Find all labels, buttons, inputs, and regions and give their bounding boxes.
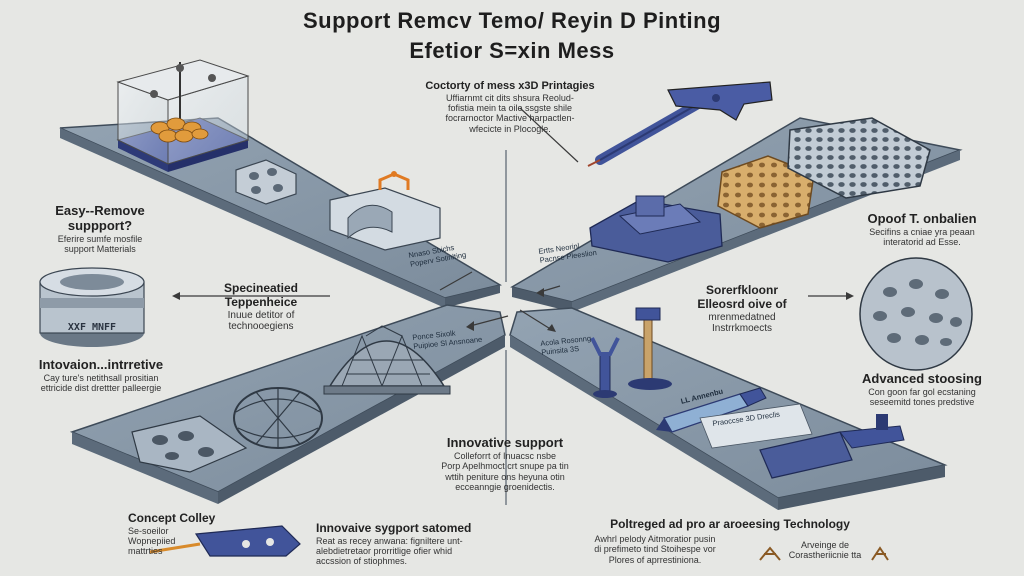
- label-intovaion-line: ettricide dist drettter palleergie: [40, 383, 162, 394]
- dome-lattice-icon: [323, 325, 451, 395]
- label-poltreged-line: Plores of aprrestiniona.: [608, 554, 702, 565]
- label-easy-remove-line: Eferire sumfe mosfile: [57, 233, 143, 244]
- label-sorerfkloonr-line: Instrrkmoects: [711, 323, 772, 335]
- svg-text:XXF MNFF: XXF MNFF: [68, 322, 116, 333]
- label-easy-remove-line: support Matterials: [64, 244, 136, 255]
- pin-tool-icon: [590, 307, 672, 398]
- label-intovaion-line: Cay ture's netithsall prositian: [43, 372, 159, 383]
- label-opoof-line: Secifins a cniae yra peaan: [869, 226, 975, 237]
- label-innovative-support-line: wttih peniture ons heyuna otin: [445, 471, 565, 482]
- label-opoof: Opoof T. onbalien Secifins a cniae yra p…: [832, 211, 1012, 248]
- label-advanced: Advanced stoosing Con goon far gol ecsta…: [832, 371, 1012, 408]
- label-concept-head: Concept Colley: [128, 511, 216, 525]
- label-poltreged: Poltreged ad pro ar aroeesing Technology: [540, 517, 920, 532]
- label-sorerfkloonr-line: mrenmedatned: [708, 311, 776, 323]
- label-poltreged-head: Poltreged ad pro ar aroeesing Technology: [610, 517, 850, 531]
- label-poltreged-body: Awhrl pelody Aitmoratior pusin di prefim…: [560, 534, 750, 565]
- tan-part-icon: [717, 155, 815, 229]
- label-innovaive-bottom-line: Reat as recey anwana: figniltere unt-: [316, 535, 463, 546]
- label-innovaive-bottom-line: accssion of stiophmes.: [316, 556, 408, 567]
- lattice-ball-icon: [233, 387, 323, 449]
- label-top-center: Coctorty of mess x3D Printagies Uffiarnm…: [360, 80, 660, 134]
- label-top-center-head: Coctorty of mess x3D Printagies: [425, 80, 595, 92]
- small-brackets-icon: [759, 546, 889, 561]
- sphere-icon: [859, 257, 973, 371]
- page-title: Support Remcv Temo/ Reyin D Pinting: [302, 8, 722, 33]
- blue-housing-icon: [589, 195, 723, 263]
- label-easy-remove-head: suppport?: [67, 217, 133, 233]
- label-top-center-line: focrarnoctor Mactive harpactlen-: [445, 113, 575, 124]
- label-innovaive-bottom: Innovaive sygport satomed Reat as recey …: [316, 521, 536, 567]
- label-intovaion: Intovaion...intrretive Cay ture's netith…: [6, 357, 196, 394]
- label-arveinge-line: Arveinge de: [800, 540, 850, 550]
- label-innovative-support-line: ecceanngie groenidectis.: [455, 481, 555, 492]
- label-specinated-line: Inuue detitor of: [227, 309, 295, 321]
- label-arveinge-line: Corastheriicnie tta: [788, 550, 862, 561]
- arrow-heads: [172, 288, 854, 332]
- label-top-center-line: Uffiarnmt cit dits shsura Reolud-: [446, 92, 574, 103]
- label-concept: Concept Colley Se-soeilor Wopnepiied mat…: [128, 511, 268, 557]
- label-innovative-support: Innovative support Colleforrt of Inuacsc…: [400, 435, 610, 492]
- label-easy-remove-head: Easy--Remove: [55, 203, 145, 218]
- label-easy-remove: Easy--Remove suppport? Eferire sumfe mos…: [20, 203, 180, 255]
- label-innovaive-bottom-head: Innovaive sygport satomed: [316, 521, 472, 535]
- concept-tool-icon: [149, 525, 301, 557]
- resin-printer-icon: [116, 59, 250, 172]
- label-specinated: Specineatied Teppenheice Inuue detitor o…: [196, 281, 326, 333]
- gray-lattice-icon: [787, 117, 931, 199]
- label-innovaive-bottom-line: alebdietretaor prorritlige ofier whid: [316, 546, 453, 557]
- label-sorerfkloonr-head: Sorerfkloonr: [705, 283, 778, 297]
- label-innovative-support-line: Colleforrt of Inuacsc nsbe: [453, 450, 557, 461]
- modular-part-icon: [235, 159, 297, 205]
- leader-lines: [176, 107, 850, 331]
- label-innovative-support-head: Innovative support: [446, 435, 564, 450]
- tool-hammer-icon: [587, 81, 773, 167]
- label-top-center-line: fofistia mein ta oile ssgste shile: [447, 102, 573, 113]
- label-concept-line: Wopnepiied: [128, 536, 176, 547]
- label-poltreged-line: Awhrl pelody Aitmoratior pusin: [594, 534, 716, 544]
- cylinder-part-icon: XXF MNFF: [39, 267, 145, 347]
- label-concept-line: Se-soeilor: [128, 525, 169, 536]
- label-specinated-head: Teppenheice: [224, 294, 298, 309]
- label-advanced-line: seseemitd tones predstive: [869, 397, 975, 408]
- label-arveinge: Arveinge de Corastheriicnie tta: [770, 540, 880, 561]
- label-sorerfkloonr: Sorerfkloonr Elleosrd oive of mrenmedatn…: [674, 283, 810, 335]
- label-opoof-line: interatorid ad Esse.: [883, 237, 961, 248]
- label-top-center-line: wfecicte in Plocogle.: [469, 123, 551, 134]
- bracket-part-icon: [329, 171, 441, 251]
- label-advanced-line: Con goon far gol ecstaning: [868, 386, 976, 397]
- label-poltreged-line: di prefimeto tind Stoihespe vor: [594, 544, 716, 555]
- label-sorerfkloonr-head: Elleosrd oive of: [697, 296, 787, 311]
- label-opoof-head: Opoof T. onbalien: [867, 211, 977, 226]
- label-concept-line: mattrties: [128, 546, 163, 557]
- plate-cutout-icon: [131, 415, 248, 473]
- paper-card: [699, 403, 813, 449]
- label-intovaion-head: Intovaion...intrretive: [38, 357, 164, 372]
- label-specinated-head: Specineatied: [223, 281, 299, 295]
- label-innovative-support-line: Porp Apelhmoct crt snupe pa tin: [441, 461, 569, 472]
- blue-tool-icon: [759, 414, 905, 479]
- pen-tool-icon: [656, 387, 767, 433]
- label-specinated-line: technooegiens: [228, 321, 294, 333]
- label-advanced-head: Advanced stoosing: [862, 371, 982, 386]
- page-subtitle: Efetior S=xin Mess: [409, 38, 615, 63]
